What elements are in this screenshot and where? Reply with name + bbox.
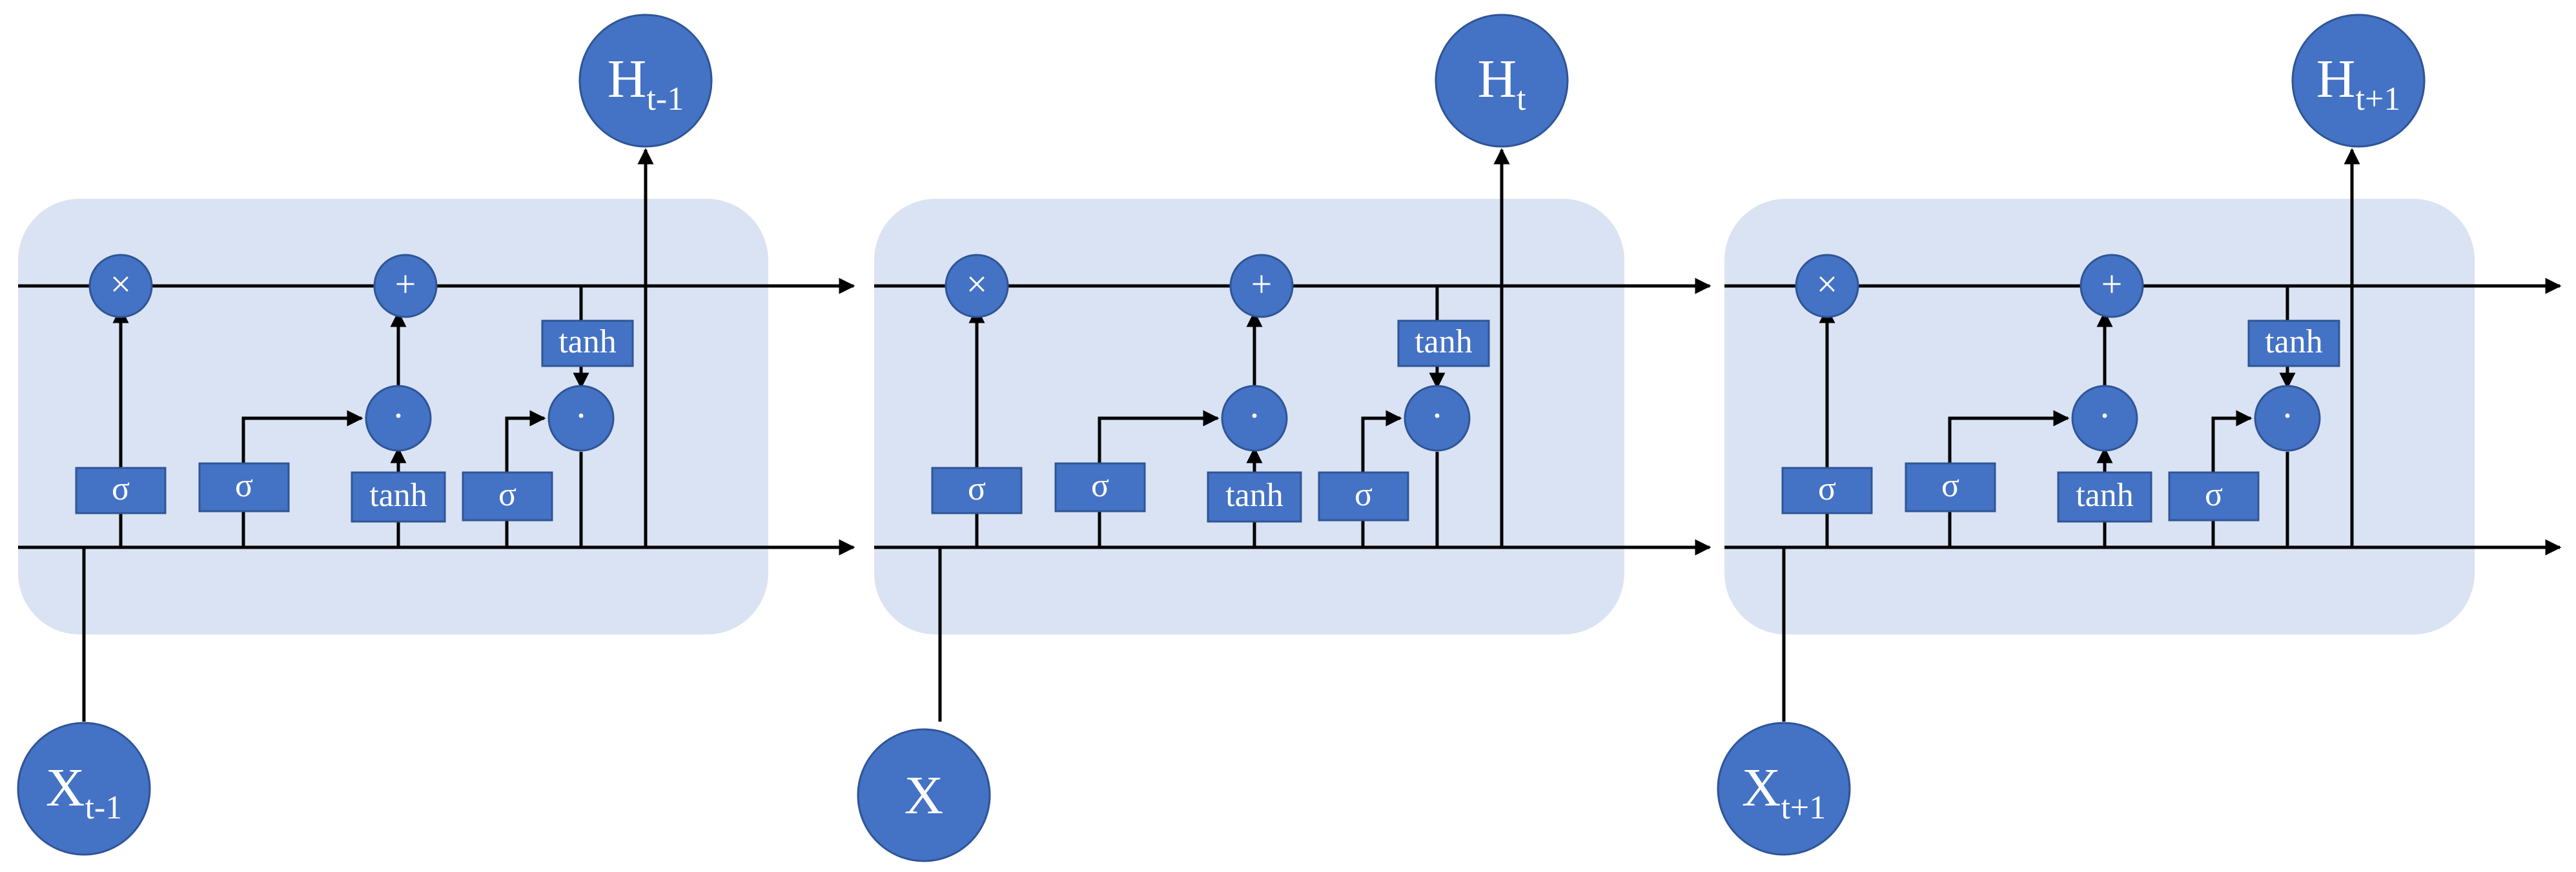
output-node bbox=[1435, 14, 1569, 148]
output-gate-box bbox=[1318, 471, 1409, 522]
output-label: Ht-1 bbox=[608, 49, 684, 117]
forget-gate-box bbox=[1781, 467, 1873, 514]
add-symbol: + bbox=[395, 263, 416, 305]
input-gate-box bbox=[1054, 462, 1146, 512]
output-label: Ht bbox=[1477, 49, 1526, 117]
candidate-gate-box bbox=[1207, 471, 1302, 523]
output-node bbox=[578, 14, 713, 148]
cell-tanh-box bbox=[2247, 319, 2340, 367]
hidden-out-path bbox=[1435, 452, 1502, 549]
dot-node-candidate bbox=[1221, 385, 1288, 452]
dot-node-output bbox=[1404, 385, 1471, 452]
cell-tanh-label: tanh bbox=[2265, 323, 2323, 360]
output-gate-box bbox=[2168, 471, 2260, 522]
forget-gate-box bbox=[931, 467, 1023, 514]
dot-symbol: · bbox=[575, 394, 587, 436]
input-node bbox=[17, 722, 151, 856]
forget-gate-label: σ bbox=[112, 471, 130, 507]
lstm-cell-3: × + · · σ σ tanh σ tanh Xt+1 Ht+1 bbox=[1717, 14, 2562, 856]
add-symbol: + bbox=[2101, 263, 2123, 305]
multiply-symbol: × bbox=[110, 263, 132, 305]
multiply-node bbox=[88, 254, 153, 318]
output-gate-label: σ bbox=[1354, 476, 1373, 513]
output-gate-label: σ bbox=[2205, 476, 2223, 513]
dot-symbol: · bbox=[1248, 394, 1260, 436]
forget-gate-label: σ bbox=[968, 471, 986, 507]
candidate-gate-box bbox=[2057, 471, 2152, 523]
dot-symbol: · bbox=[2098, 394, 2111, 436]
multiply-node bbox=[945, 254, 1009, 318]
cell-tanh-box bbox=[541, 319, 634, 367]
input-gate-arrow bbox=[1098, 410, 1220, 463]
hidden-out-path bbox=[579, 452, 646, 549]
candidate-gate-label: tanh bbox=[1225, 477, 1283, 514]
input-label: X bbox=[905, 766, 944, 826]
dot-node-output bbox=[2254, 385, 2321, 452]
add-node bbox=[2080, 254, 2144, 318]
hidden-out-path bbox=[2285, 452, 2352, 549]
candidate-gate-box bbox=[351, 471, 446, 523]
dot-symbol: · bbox=[1431, 394, 1443, 436]
output-gate-box bbox=[462, 471, 553, 522]
dot-symbol: · bbox=[392, 394, 404, 436]
add-symbol: + bbox=[1251, 263, 1273, 305]
input-gate-label: σ bbox=[1091, 467, 1109, 504]
dot-symbol: · bbox=[2281, 394, 2293, 436]
add-node bbox=[1229, 254, 1294, 318]
input-node bbox=[857, 728, 991, 862]
lstm-cell-1: × + · · σ σ tanh σ tanh Xt-1 Ht-1 bbox=[17, 14, 855, 856]
multiply-symbol: × bbox=[1817, 263, 1838, 305]
input-label: Xt+1 bbox=[1742, 758, 1826, 826]
input-gate-box bbox=[1905, 462, 1996, 512]
dot-node-candidate bbox=[2071, 385, 2138, 452]
add-node bbox=[373, 254, 438, 318]
input-label: Xt-1 bbox=[46, 758, 122, 826]
candidate-gate-label: tanh bbox=[2076, 477, 2134, 514]
output-gate-arrow bbox=[2211, 410, 2253, 472]
input-gate-arrow bbox=[241, 410, 363, 463]
output-gate-arrow bbox=[1361, 410, 1402, 472]
input-gate-label: σ bbox=[235, 467, 253, 504]
output-gate-arrow bbox=[505, 410, 546, 472]
dot-node-output bbox=[547, 385, 615, 452]
output-gate-label: σ bbox=[498, 476, 516, 513]
output-node bbox=[2291, 14, 2426, 148]
forget-gate-box bbox=[75, 467, 167, 514]
input-node bbox=[1717, 722, 1851, 856]
input-gate-box bbox=[198, 462, 290, 512]
lstm-cell-2: × + · · σ σ tanh σ tanh X Ht bbox=[857, 14, 1712, 862]
dot-node-candidate bbox=[365, 385, 432, 452]
cell-tanh-label: tanh bbox=[558, 323, 617, 360]
cell-tanh-box bbox=[1397, 319, 1490, 367]
candidate-gate-label: tanh bbox=[369, 477, 427, 514]
multiply-symbol: × bbox=[966, 263, 988, 305]
multiply-node bbox=[1795, 254, 1859, 318]
forget-gate-label: σ bbox=[1818, 471, 1836, 507]
input-gate-arrow bbox=[1948, 410, 2070, 463]
input-gate-label: σ bbox=[1941, 467, 1959, 504]
output-label: Ht+1 bbox=[2316, 49, 2400, 117]
cell-tanh-label: tanh bbox=[1415, 323, 1473, 360]
